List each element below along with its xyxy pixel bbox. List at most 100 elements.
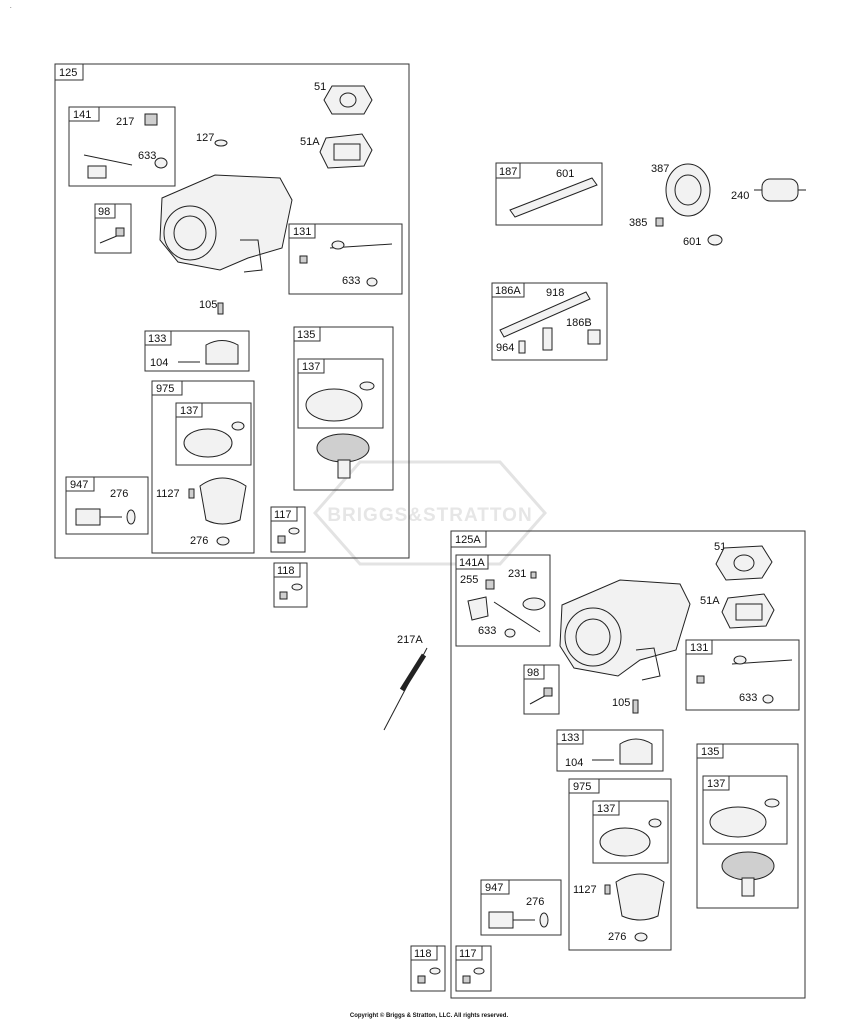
- kit-135-137-frame: [297, 358, 384, 429]
- carburetor-body-125a: [559, 579, 691, 681]
- kit-133-frame: [144, 330, 250, 372]
- kit-133-125a-tag-box: [556, 729, 584, 745]
- kit-141a[interactable]: 141A 255 231 633: [455, 554, 551, 647]
- part-217a[interactable]: 217A: [383, 634, 428, 731]
- fuel-bowl-cover-part: [316, 433, 370, 463]
- hose-clamp-part: [707, 234, 723, 246]
- gasket-51a-125a-hole: [735, 603, 763, 621]
- choke-shaft-part: [83, 154, 133, 166]
- copyright-notice: Copyright © Briggs & Stratton, LLC. All …: [349, 1013, 509, 1019]
- seal-141a-part: [504, 628, 516, 638]
- gasket-137-125a-part: [709, 806, 767, 838]
- kit-118-right-tag-box: [410, 945, 438, 961]
- label-1127: 1127: [156, 488, 180, 500]
- kit-98-tag: 98: [98, 206, 110, 218]
- kit-117-125a-tag-box: [455, 945, 483, 961]
- kit-947-125a[interactable]: 947 276: [480, 879, 562, 936]
- washer-947-125a-part: [539, 912, 549, 928]
- kit-118-left-tag-box: [273, 562, 301, 578]
- fuel-line-918-part: [499, 291, 591, 338]
- kit-117-125a-tag: 117: [459, 948, 477, 960]
- drain-screw-118-right-part: [417, 975, 426, 984]
- assembly-125a-tag: 125A: [455, 534, 481, 546]
- kit-133-tag: 133: [148, 333, 166, 345]
- kit-135[interactable]: 135 137: [293, 326, 394, 491]
- kit-975-125a-137-frame: [592, 800, 669, 864]
- kit-975-125a[interactable]: 975 137 1127 276: [568, 778, 672, 951]
- gasket-975-137-part: [183, 428, 233, 458]
- kit-135-125a[interactable]: 135 137: [696, 743, 799, 909]
- kit-135-125a-137-tag-box: [702, 775, 730, 791]
- kit-118-left-tag: 118: [277, 565, 295, 577]
- kit-947[interactable]: 947 276: [65, 476, 149, 535]
- fuel-pump-cluster[interactable]: 387 385 601 240: [629, 163, 806, 248]
- kit-135-tag-box: [293, 326, 321, 342]
- kit-947-frame: [65, 476, 149, 535]
- elbow-fitting-part: [542, 327, 553, 351]
- kit-141[interactable]: 141 217 633: [68, 106, 176, 187]
- kit-135-125a-frame: [696, 743, 799, 909]
- label-186b: 186B: [566, 317, 592, 329]
- screw-1127-125a-part: [604, 884, 611, 895]
- label-104: 104: [150, 357, 168, 369]
- kit-975[interactable]: 975 137 1127 276: [151, 380, 255, 554]
- kit-118-right[interactable]: 118: [410, 945, 446, 992]
- label-276-975-125a: 276: [608, 931, 626, 943]
- kit-141-tag-box: [68, 106, 100, 122]
- kit-117-tag: 117: [274, 509, 292, 521]
- kit-117[interactable]: 117: [270, 506, 306, 553]
- seal-131-part: [366, 277, 378, 287]
- kit-133-125a[interactable]: 133 104: [556, 729, 664, 772]
- cleaning-tool-brush: [399, 653, 427, 692]
- kit-975-tag-box: [151, 380, 183, 396]
- washer-117-125a-part: [473, 967, 485, 975]
- kit-131[interactable]: 131 633: [288, 223, 403, 295]
- fuel-filter-part: [761, 178, 799, 202]
- part-231: [530, 571, 537, 579]
- label-217: 217: [116, 116, 134, 128]
- pilot-jet-part: [217, 302, 224, 315]
- float-125a-part: [619, 738, 653, 765]
- kit-187[interactable]: 187 601: [495, 162, 603, 226]
- kit-186a[interactable]: 186A 918 186B 964: [491, 282, 608, 361]
- o-ring-975-part: [231, 421, 245, 431]
- watermark: BRIGGS&STRATTON: [312, 460, 548, 566]
- solenoid-125a-part: [488, 911, 514, 929]
- washer-118-right-part: [429, 967, 441, 975]
- kit-131-125a[interactable]: 131 633: [685, 639, 800, 711]
- fuel-bowl-cover-125a-part: [721, 851, 775, 881]
- kit-98[interactable]: 98: [94, 203, 132, 254]
- choke-lever-141a-part: [467, 596, 489, 621]
- kit-133[interactable]: 133 104: [144, 330, 250, 372]
- kit-947-125a-tag-box: [480, 879, 510, 895]
- label-276-947: 276: [110, 488, 128, 500]
- label-964: 964: [496, 342, 514, 354]
- label-918: 918: [546, 287, 564, 299]
- kit-141a-tag-box: [455, 554, 489, 570]
- fitting-186b-part: [587, 329, 601, 345]
- kit-135-tag: 135: [297, 329, 315, 341]
- label-387: 387: [651, 163, 669, 175]
- kit-975-tag: 975: [156, 383, 174, 395]
- kit-98-125a[interactable]: 98: [523, 664, 560, 715]
- assembly-125[interactable]: 125 141 217 633 127 51 51A: [54, 63, 410, 559]
- choke-shaft-141a-part: [493, 601, 541, 633]
- float-part: [205, 340, 239, 365]
- label-1127-125a: 1127: [573, 884, 597, 896]
- kit-118-left[interactable]: 118: [273, 562, 308, 608]
- choke-knob-part: [144, 113, 158, 126]
- solenoid-part: [75, 508, 101, 526]
- assembly-125-tag-box: [54, 63, 84, 81]
- assembly-125-tag: 125: [59, 67, 77, 79]
- kit-135-137-tag: 137: [302, 361, 320, 373]
- assembly-125a[interactable]: 125A 141A 255 231 633 51 51A: [450, 530, 806, 999]
- label-240: 240: [731, 190, 749, 202]
- washer-276-part: [216, 536, 230, 546]
- kit-117-125a[interactable]: 117: [455, 945, 492, 992]
- label-217a: 217A: [397, 634, 423, 646]
- label-104-125a: 104: [565, 757, 583, 769]
- kit-141-tag: 141: [73, 109, 91, 121]
- throttle-screw-part: [299, 255, 308, 264]
- drain-screw-118-left-part: [279, 591, 288, 600]
- carburetor-bore-outer: [163, 205, 217, 261]
